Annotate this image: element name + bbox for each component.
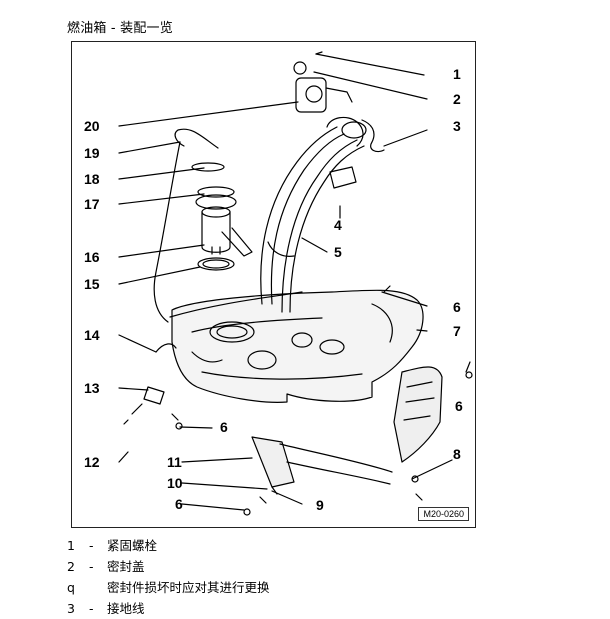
callout-6d: 6	[175, 496, 183, 512]
callout-2: 2	[453, 91, 461, 107]
callout-18: 18	[84, 171, 100, 187]
callout-10: 10	[167, 475, 183, 491]
legend-sep: -	[89, 559, 94, 574]
legend-num: 3	[67, 601, 75, 616]
callout-5: 5	[334, 244, 342, 260]
callout-20: 20	[84, 118, 100, 134]
callout-14: 14	[84, 327, 100, 343]
legend-item: 2 - 密封盖	[67, 556, 587, 577]
parts-legend: 1 - 紧固螺栓 2 - 密封盖 q 密封件损坏时应对其进行更换 3 - 接地线	[67, 535, 587, 619]
callout-9: 9	[316, 497, 324, 513]
legend-sep: -	[89, 538, 94, 553]
legend-num: 1	[67, 538, 75, 553]
callout-15: 15	[84, 276, 100, 292]
callout-11: 11	[167, 454, 182, 470]
callout-16: 16	[84, 249, 100, 265]
callout-17: 17	[84, 196, 100, 212]
callout-12: 12	[84, 454, 100, 470]
legend-text: 紧固螺栓	[107, 538, 158, 553]
fuel-tank-drawing	[118, 51, 473, 516]
legend-sep	[89, 577, 107, 598]
callout-6c: 6	[220, 419, 228, 435]
callout-13: 13	[84, 380, 100, 396]
legend-text: 密封件损坏时应对其进行更换	[107, 580, 270, 595]
legend-text: 接地线	[107, 601, 145, 616]
callout-19: 19	[84, 145, 100, 161]
fuel-pump	[201, 211, 231, 253]
legend-item: q 密封件损坏时应对其进行更换	[67, 577, 587, 598]
callout-3: 3	[453, 118, 461, 134]
legend-num: q	[67, 580, 75, 595]
figure-code: M20-0260	[418, 507, 469, 521]
callout-1: 1	[453, 66, 461, 82]
legend-text: 密封盖	[107, 559, 145, 574]
legend-sep: -	[89, 601, 94, 616]
callout-7: 7	[453, 323, 461, 339]
legend-num: 2	[67, 559, 75, 574]
legend-item: 1 - 紧固螺栓	[67, 535, 587, 556]
callout-4: 4	[334, 217, 342, 233]
callout-8: 8	[453, 446, 461, 462]
assembly-diagram: 1 2 3 20 19 18 17 4 5 16 15 6 7 14 6 13 …	[71, 41, 476, 528]
callout-6b: 6	[455, 398, 463, 414]
page-title: 燃油箱 - 装配一览	[67, 21, 173, 36]
legend-item: 3 - 接地线	[67, 598, 587, 619]
callout-6a: 6	[453, 299, 461, 315]
